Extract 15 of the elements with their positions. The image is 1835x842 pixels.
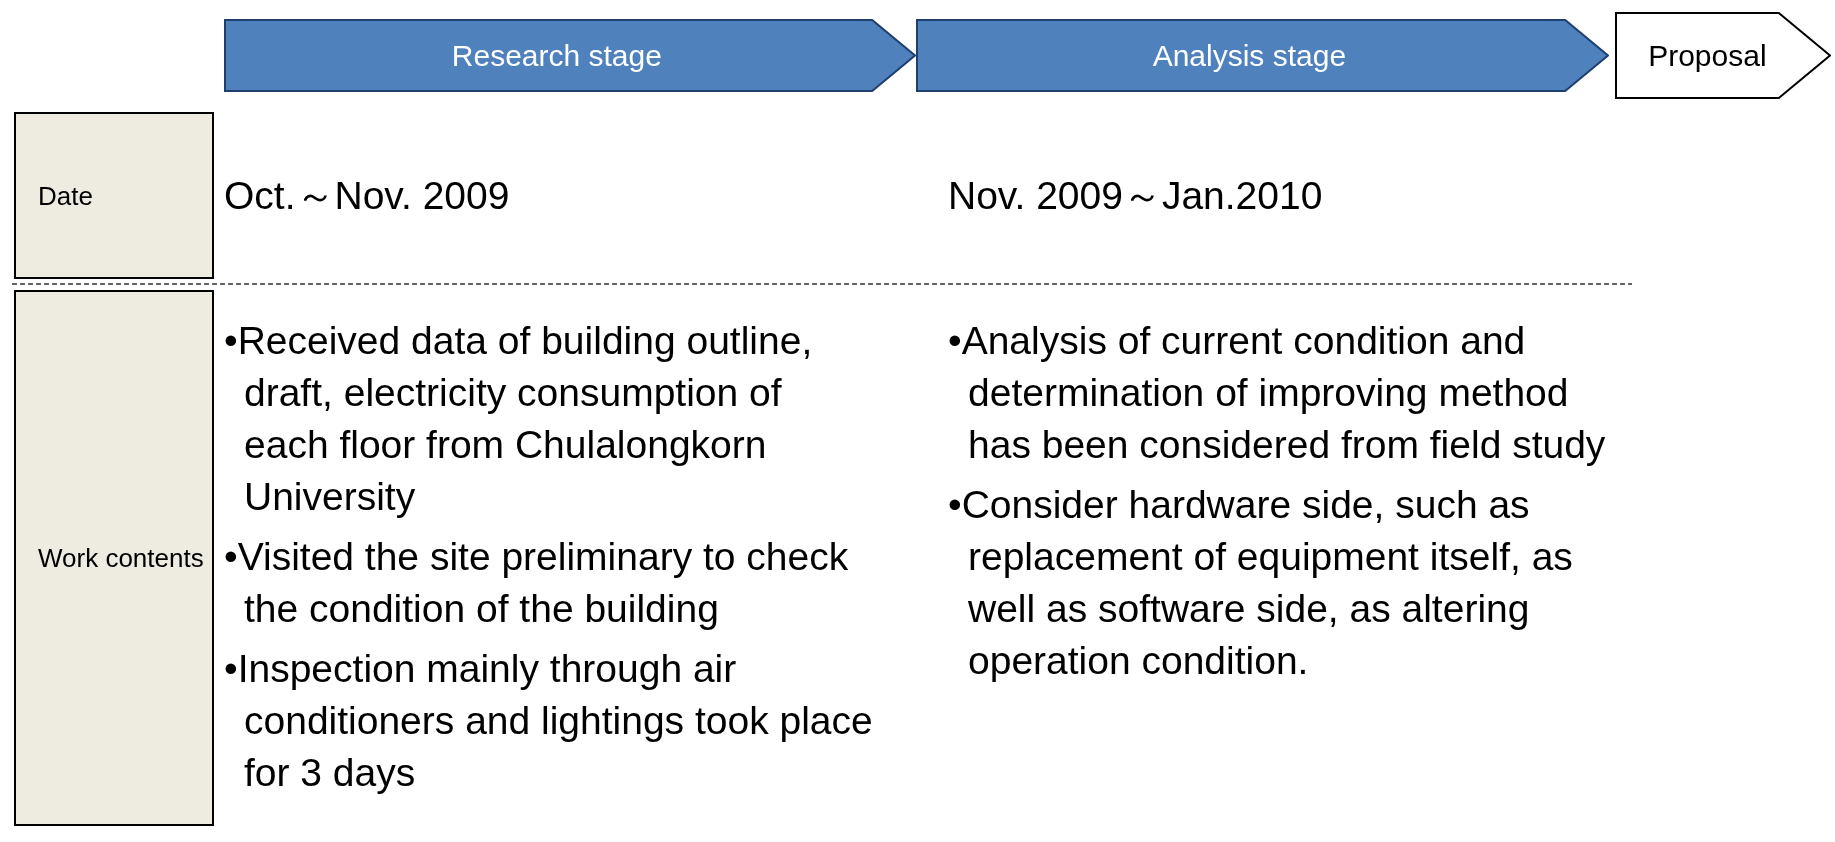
bullet-text: •Received data of building outline, draft, electricity consumption of each floor from Chulalongkorn University <box>224 318 814 520</box>
stage-banner <box>1615 12 1831 99</box>
bullet-text: •Consider hardware side, such as replacement of equipment itself, as well as software side, as altering operation condition. <box>948 482 1574 684</box>
row-header: Date <box>14 112 214 279</box>
bullet-text: •Analysis of current condition and determination of improving method has been considered from field study <box>948 318 1607 468</box>
stage-banner <box>224 19 916 92</box>
bullet-text: •Inspection mainly through air conditioners and lightings took place for 3 days <box>224 646 874 796</box>
date-text: Oct.～Nov. 2009 <box>224 173 510 219</box>
stage-label: Analysis stage <box>1152 38 1347 73</box>
stage-label: Proposal <box>1648 38 1767 73</box>
date-text: Nov. 2009～Jan.2010 <box>948 173 1323 219</box>
bullet-text: •Visited the site preliminary to check the condition of the building <box>224 534 850 632</box>
stage-label: Research stage <box>451 38 662 73</box>
stage-banner <box>916 19 1609 92</box>
row-header: Work contents <box>14 290 214 826</box>
